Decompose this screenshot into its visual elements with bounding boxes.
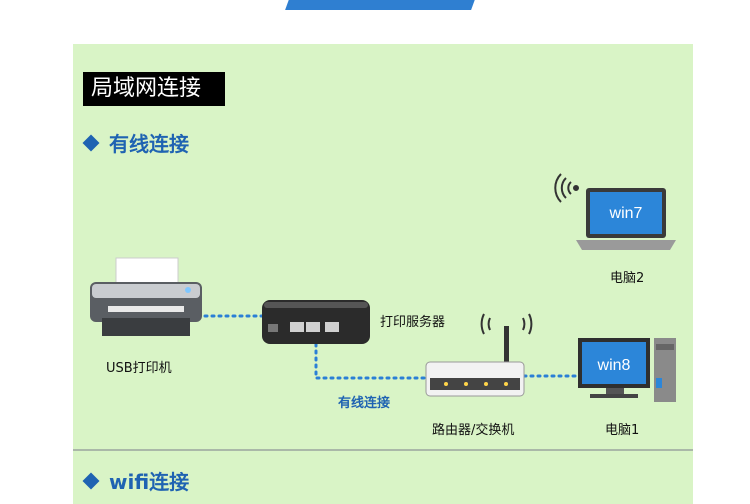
pc2-os-label: win7 — [609, 205, 643, 222]
pc1-label: 电脑1 — [605, 419, 639, 438]
router-label: 路由器/交换机 — [432, 419, 514, 438]
print-server-icon — [262, 300, 370, 344]
printer-label: USB打印机 — [106, 357, 172, 376]
wired-link-label: 有线连接 — [338, 392, 390, 411]
pc2-label: 电脑2 — [610, 267, 644, 286]
printer-icon — [90, 258, 202, 336]
print-server-label: 打印服务器 — [380, 311, 445, 330]
link-server-router — [316, 344, 426, 378]
pc1-os-label: win8 — [597, 357, 631, 374]
wifi-icon — [555, 174, 578, 202]
